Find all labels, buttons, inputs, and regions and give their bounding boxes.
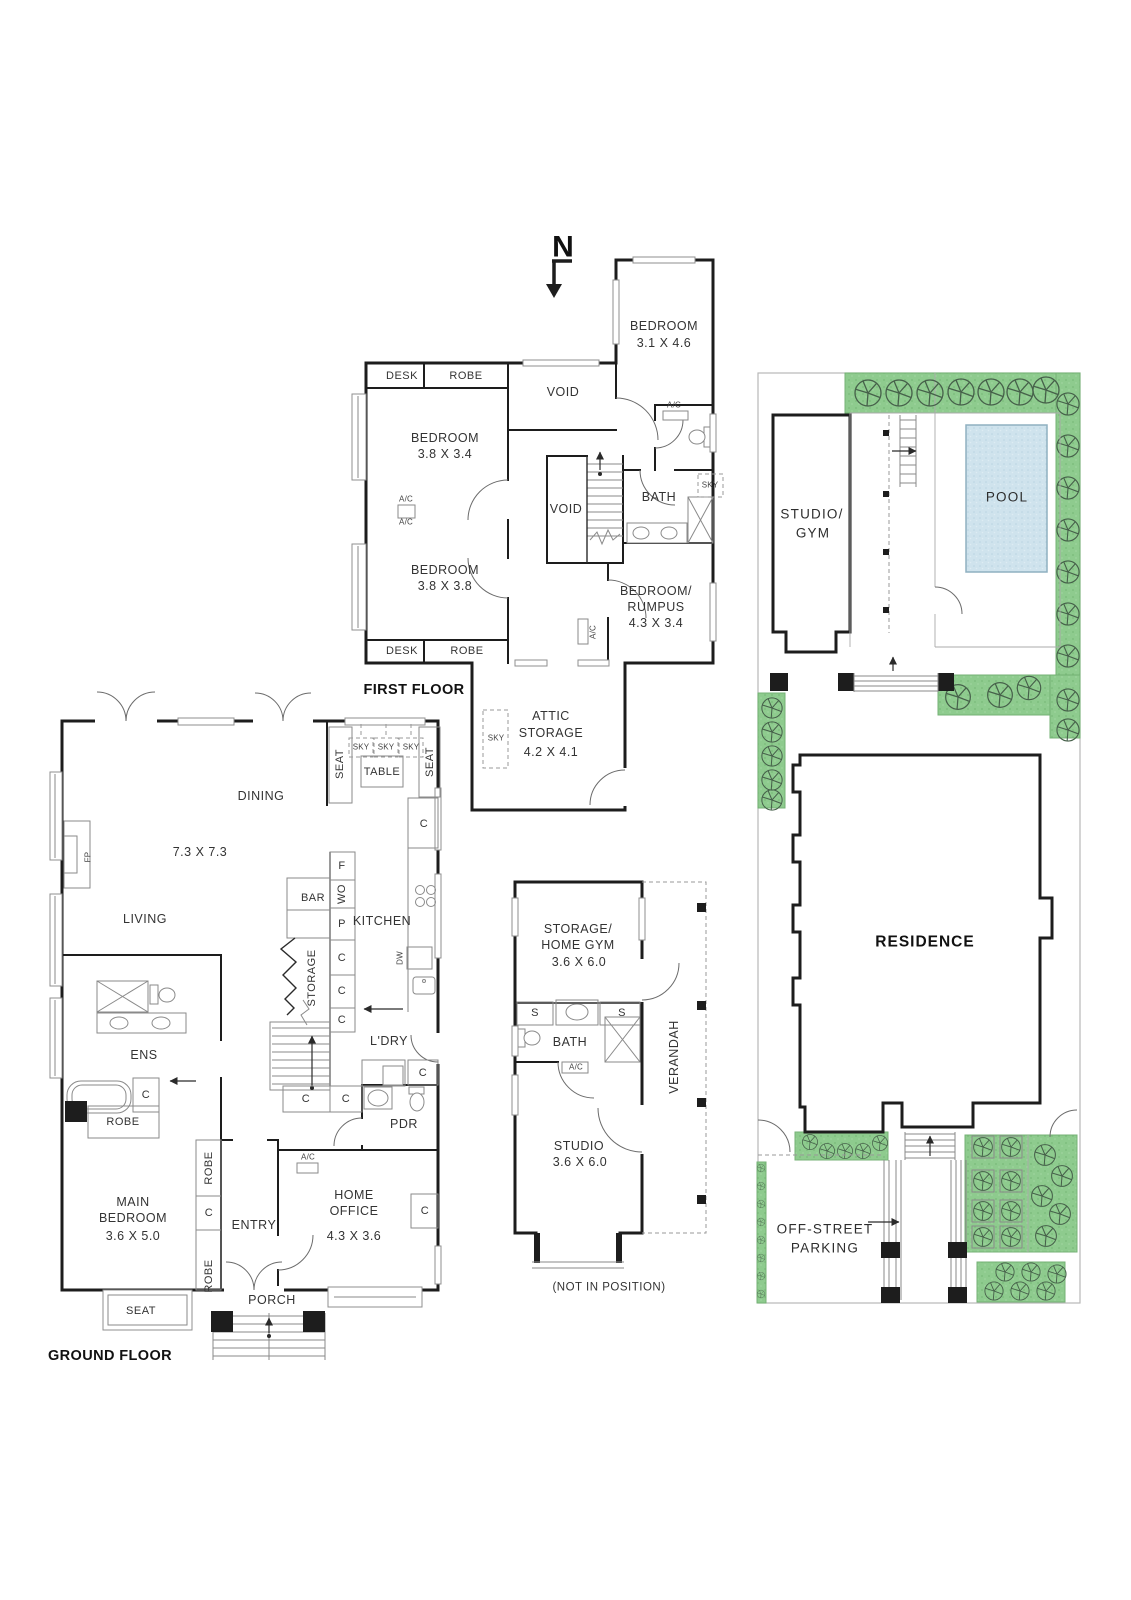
- label-ens-c: C: [141, 1088, 151, 1101]
- label-s-right: S: [618, 1006, 626, 1019]
- dim-label-living: 7.3 X 7.3: [172, 845, 228, 860]
- label-seat-left: SEAT: [333, 749, 346, 779]
- label-s-left: S: [531, 1006, 539, 1019]
- room-label-main-1: MAIN: [116, 1195, 150, 1210]
- label-laundry-c-right: C: [418, 1066, 428, 1079]
- label-verandah: VERANDAH: [667, 1020, 682, 1094]
- label-sky-2: SKY: [377, 742, 395, 752]
- label-cab-c-top: C: [419, 817, 429, 830]
- room-label-bath-ff: BATH: [641, 490, 677, 505]
- label-robe-c: C: [204, 1206, 214, 1219]
- label-ac-office: A/C: [301, 1152, 315, 1162]
- ground-floor-plan: [49, 691, 442, 1360]
- room-label-attic-1: ATTIC: [532, 709, 570, 724]
- label-seat-bottom: SEAT: [126, 1304, 156, 1317]
- label-dw: DW: [395, 951, 405, 965]
- label-seat-right: SEAT: [423, 747, 436, 777]
- label-table: TABLE: [363, 765, 401, 778]
- dim-label-gym: 3.6 X 6.0: [551, 955, 607, 970]
- label-sky-bath: SKY: [701, 480, 719, 490]
- label-cab-c2: C: [337, 984, 347, 997]
- room-label-bedroom-ne: BEDROOM: [629, 319, 699, 334]
- label-desk-bottom: DESK: [386, 644, 418, 657]
- label-robe-upper: ROBE: [202, 1151, 215, 1185]
- label-not-in-position: (NOT IN POSITION): [552, 1281, 666, 1294]
- label-ens-robe: ROBE: [106, 1115, 140, 1128]
- label-bar: BAR: [300, 891, 326, 904]
- label-robe-bottom: ROBE: [450, 644, 484, 657]
- dim-label-bedroom-w1: 3.8 X 3.4: [417, 447, 473, 462]
- north-label: N: [552, 230, 574, 264]
- label-ac-upper: A/C: [399, 494, 413, 504]
- site-label-parking-2: PARKING: [790, 1240, 860, 1256]
- label-cab-c3: C: [337, 1013, 347, 1026]
- room-label-bedroom-w1: BEDROOM: [410, 431, 480, 446]
- room-label-dining: DINING: [237, 789, 285, 804]
- site-label-pool: POOL: [985, 489, 1029, 505]
- room-label-bedroom-w2: BEDROOM: [410, 563, 480, 578]
- site-plan: [756, 372, 1081, 1304]
- room-label-laundry: L'DRY: [369, 1034, 409, 1049]
- label-robe-top: ROBE: [449, 369, 483, 382]
- site-residence-outline: [791, 753, 1054, 1134]
- dim-label-studio: 3.6 X 6.0: [552, 1155, 608, 1170]
- room-label-rumpus-2: RUMPUS: [627, 600, 685, 615]
- label-storage: STORAGE: [305, 949, 318, 1007]
- site-label-gym-2: GYM: [795, 525, 831, 541]
- title-first-floor: FIRST FLOOR: [363, 682, 465, 699]
- site-label-parking-1: OFF-STREET: [776, 1221, 874, 1237]
- label-ac-lower: A/C: [399, 517, 413, 527]
- room-label-pdr: PDR: [390, 1117, 418, 1132]
- room-label-main-2: BEDROOM: [98, 1211, 168, 1226]
- title-ground-floor: GROUND FLOOR: [47, 1348, 173, 1365]
- label-ac-wc: A/C: [667, 400, 681, 410]
- label-void-mid: VOID: [549, 502, 583, 517]
- room-label-attic-2: STORAGE: [518, 726, 584, 741]
- dim-label-main: 3.6 X 5.0: [105, 1229, 161, 1244]
- room-label-gym-1: STORAGE/: [543, 922, 613, 937]
- label-laundry-c1: C: [301, 1092, 311, 1105]
- room-label-rumpus-1: BEDROOM/: [619, 584, 693, 599]
- first-floor-plan: [351, 256, 724, 812]
- label-void-top: VOID: [546, 385, 580, 400]
- label-cab-c1: C: [337, 951, 347, 964]
- label-ac-studio: A/C: [569, 1062, 583, 1072]
- room-label-studio: STUDIO: [553, 1139, 605, 1154]
- room-label-bath-studio: BATH: [552, 1035, 588, 1050]
- site-label-gym-1: STUDIO/: [780, 506, 844, 522]
- dim-label-bedroom-w2: 3.8 X 3.8: [417, 579, 473, 594]
- label-ac-rumpus: A/C: [588, 625, 598, 639]
- pool-shape: [965, 424, 1048, 573]
- room-label-office-2: OFFICE: [329, 1204, 379, 1219]
- dim-label-bedroom-ne: 3.1 X 4.6: [636, 336, 692, 351]
- studio-plan: [511, 880, 707, 1269]
- label-fireplace: FP: [83, 851, 93, 863]
- dim-label-office: 4.3 X 3.6: [326, 1229, 382, 1244]
- room-label-ens: ENS: [130, 1048, 158, 1063]
- dim-label-rumpus: 4.3 X 3.4: [628, 616, 684, 631]
- north-arrow: [546, 259, 572, 298]
- label-sky-attic: SKY: [487, 733, 505, 743]
- label-sky-3: SKY: [402, 742, 420, 752]
- label-robe-lower: ROBE: [202, 1259, 215, 1293]
- room-label-kitchen: KITCHEN: [352, 914, 412, 929]
- room-label-porch: PORCH: [248, 1293, 296, 1308]
- room-label-gym-2: HOME GYM: [541, 938, 615, 953]
- room-label-office-1: HOME: [334, 1188, 374, 1203]
- room-label-living: LIVING: [123, 912, 167, 927]
- label-cab-wo: WO: [335, 884, 348, 904]
- label-cab-p: P: [338, 917, 346, 930]
- label-laundry-c2: C: [341, 1092, 351, 1105]
- site-label-residence: RESIDENCE: [875, 933, 975, 951]
- room-label-entry: ENTRY: [231, 1218, 277, 1233]
- label-desk-top: DESK: [386, 369, 418, 382]
- label-cab-f: F: [338, 859, 346, 872]
- dim-label-attic: 4.2 X 4.1: [523, 745, 579, 760]
- label-office-c: C: [420, 1204, 430, 1217]
- label-sky-1: SKY: [352, 742, 370, 752]
